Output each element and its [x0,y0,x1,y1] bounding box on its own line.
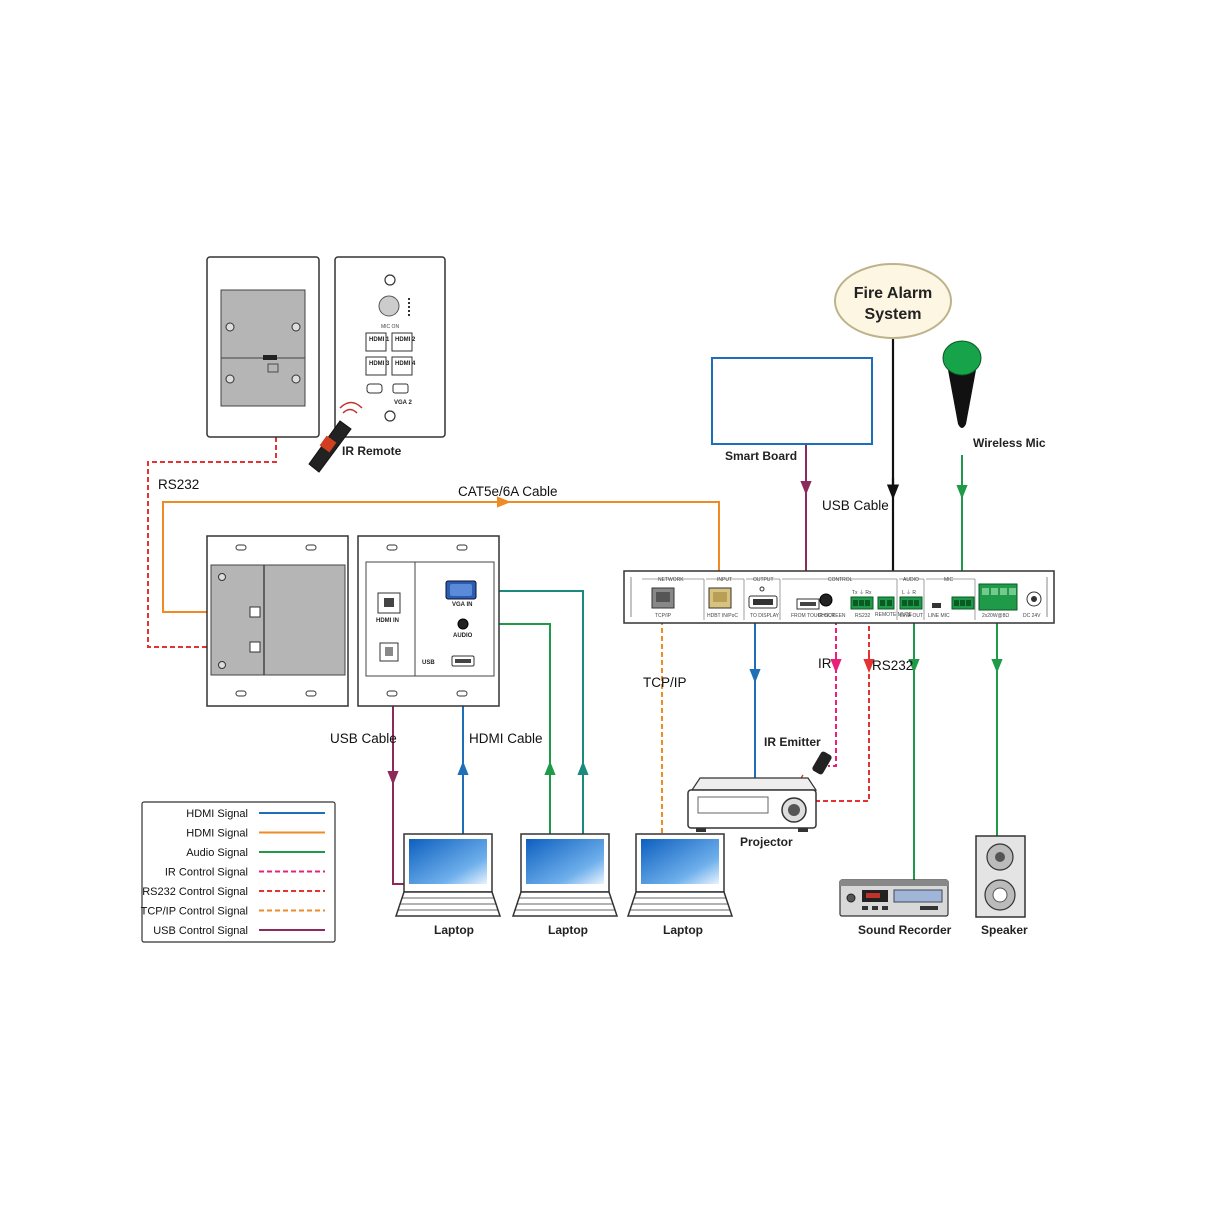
hdmi-3-label: HDMI 3 [369,361,390,367]
smart-board-label: Smart Board [725,449,797,463]
audio-section-label: AUDIO [903,577,919,583]
rs232-cable-wallplate [147,397,277,648]
line-out-terminal[interactable] [899,596,923,610]
audio-in-jack[interactable] [457,618,469,630]
line-out-label: LINE OUT [900,613,923,619]
line-mic-label: LINE MIC [928,613,950,619]
laptop-1-label: Laptop [434,923,474,937]
projector-label: Projector [740,835,793,849]
wireless-mic-label: Wireless Mic [973,436,1046,450]
fire-alarm-system: Fire Alarm System [834,263,952,339]
line-out-lr-label: L ⏚ R [902,589,916,596]
vga-cable [480,590,584,836]
vga-2-label: VGA 2 [394,400,412,406]
laptop-3-label: Laptop [663,923,703,937]
legend-label-7: USB Control Signal [153,925,248,937]
hdmi-1-button[interactable] [365,332,387,352]
cat-cable-line [162,501,720,613]
sound-recorder: Sound Recorder [839,879,952,937]
rs232-terminal[interactable] [850,596,874,610]
hdmi-4-label: HDMI 4 [395,361,416,367]
rs232-cable-projector [812,610,870,802]
ir-emitter-icon [812,751,832,775]
output-section-label: OUTPUT [753,577,774,583]
hdmi-in-label: HDMI IN [376,618,399,624]
remote-mute-label: REMOTE MUTE [875,612,913,618]
hdmi-cable-label: HDMI Cable [469,731,543,746]
cat-cable-label: CAT5e/6A Cable [458,484,558,499]
network-section-label: NETWORK [658,577,684,583]
legend-label-3: Audio Signal [186,847,248,859]
ir-remote: IR Remote [308,401,402,473]
speaker-label: Speaker [981,923,1028,937]
receiver-unit: NETWORK INPUT OUTPUT CONTROL AUDIO MIC T… [623,570,1055,624]
wireless-mic: Wireless Mic [942,340,1046,450]
ir-emitter-label: IR Emitter [764,735,821,749]
transmitter-back [206,535,349,707]
line-mic-switch[interactable] [932,603,941,608]
usb-cable-laptop [392,660,404,885]
speaker-terminal[interactable] [978,583,1018,611]
control-section-label: CONTROL [828,577,853,583]
speaker: Speaker [975,835,1028,937]
sound-recorder-label: Sound Recorder [858,923,952,937]
to-display-label: TO DISPLAY [750,613,780,619]
legend-label-4: IR Control Signal [165,867,248,879]
wallplate-indicator-leds [408,298,410,316]
transmitter-front: HDMI IN USB VGA IN AUDIO [357,535,500,707]
laptop-1: Laptop [394,833,502,937]
laptop-2-label: Laptop [548,923,588,937]
vga-in-label: VGA IN [452,602,472,608]
rs232-port-label: RS232 [855,613,871,619]
legend-label-1: HDMI Signal [186,808,248,820]
smart-board: Smart Board [711,357,873,463]
projector: Projector [687,777,818,849]
rs232-left-label: RS232 [158,477,199,492]
fire-alarm-label-2: System [865,306,922,323]
ir-cable [828,612,837,767]
mic-terminal[interactable] [951,596,975,610]
amp-label: 2x20W@8Ω [982,613,1009,619]
ir-label: IR [818,656,832,671]
fire-alarm-label-1: Fire Alarm [854,285,933,302]
rs232-right-label: RS232 [872,658,913,673]
laptop-3: Laptop [626,833,734,937]
hdmi-2-label: HDMI 2 [395,337,416,343]
usb-cable-top-label: USB Cable [822,498,889,513]
mic-section-label: MIC [944,577,954,583]
mic-on-button[interactable] [378,295,400,317]
audio-label: AUDIO [453,633,473,639]
usb-label: USB [422,660,435,666]
ir-out-label: IR OUT [818,613,835,619]
ir-out-jack[interactable] [819,593,833,607]
wallplate-front: MIC ON HDMI 1 HDMI 2 HDMI 3 HDMI 4 VGA 2 [334,256,446,438]
from-touchscreen-label: FROM TOUCHSCREEN [791,613,846,619]
hdbt-in-label: HDBT IN/PoC [707,613,738,619]
input-section-label: INPUT [717,577,732,583]
hdmi-3-button[interactable] [365,356,387,376]
usb-cable-bottom-label: USB Cable [330,731,397,746]
wallplate-back [206,256,320,438]
ir-remote-label: IR Remote [342,444,402,458]
microphone-icon [948,370,976,428]
legend-label-2: HDMI Signal [186,828,248,840]
mic-on-label: MIC ON [381,324,399,330]
dc-label: DC 24V [1023,613,1041,619]
remote-mute-terminal[interactable] [877,596,895,610]
tcpip-port-label: TCP/IP [655,613,672,619]
legend-label-5: RS232 Control Signal [142,886,248,898]
hdmi-1-label: HDMI 1 [369,337,390,343]
legend-label-6: TCP/IP Control Signal [141,906,248,918]
hdmi-4-button[interactable] [391,356,413,376]
vga-in-port[interactable] [445,580,477,600]
hdmi-2-button[interactable] [391,332,413,352]
rs232-txrx-label: Tx ⏚ Rx [852,589,872,596]
tcpip-label: TCP/IP [643,675,687,690]
laptop-2: Laptop [511,833,619,937]
